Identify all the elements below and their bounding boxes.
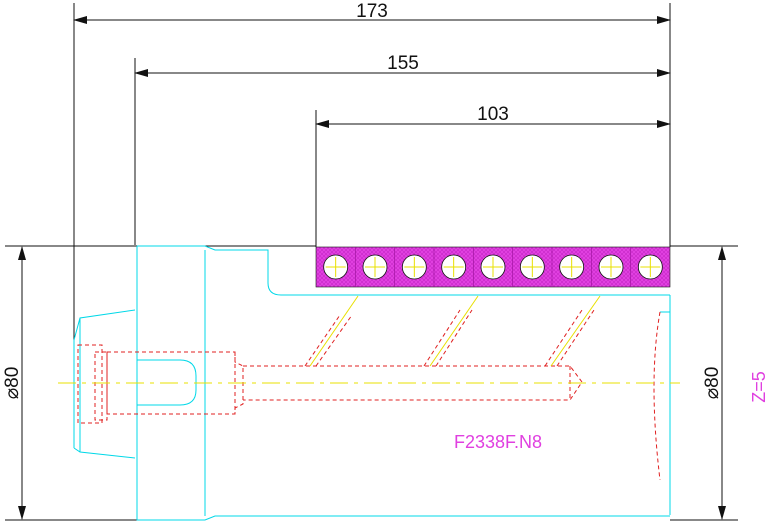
insert-hole — [323, 254, 349, 280]
part-number-label: F2338F.N8 — [454, 432, 542, 452]
dim-103: 103 — [315, 104, 671, 128]
teeth-count-label: Z=5 — [749, 371, 767, 403]
insert-hole — [519, 254, 545, 280]
insert-hole — [598, 254, 624, 280]
dim-diameter-left-text: ⌀80 — [2, 367, 23, 400]
dim-diameter-left: ⌀80 — [2, 246, 27, 520]
insert-hole — [559, 254, 585, 280]
insert-hole — [401, 254, 427, 280]
hidden-features — [77, 309, 661, 481]
dim-diameter-right: ⌀80 — [702, 246, 726, 520]
dim-103-text: 103 — [477, 104, 509, 125]
insert-strip — [315, 246, 671, 288]
insert-hole — [441, 254, 467, 280]
dim-173-text: 173 — [356, 1, 388, 22]
insert-hole — [637, 254, 663, 280]
dim-155-text: 155 — [387, 53, 419, 74]
insert-hole — [480, 254, 506, 280]
coolant-channels — [309, 295, 601, 367]
dim-155: 155 — [134, 53, 671, 77]
insert-hole — [362, 254, 388, 280]
dim-diameter-right-text: ⌀80 — [702, 367, 723, 400]
dim-173: 173 — [73, 1, 671, 24]
